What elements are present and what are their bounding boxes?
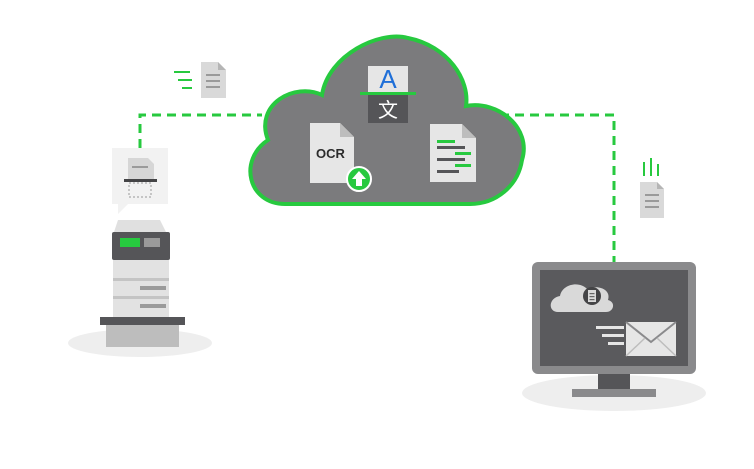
scan-document-icon <box>112 148 168 214</box>
mail-envelope-icon <box>596 321 677 357</box>
upload-arrow-icon <box>346 166 372 192</box>
sending-document-icon <box>174 62 226 98</box>
ocr-label: OCR <box>316 146 346 161</box>
translate-target-glyph: 文 <box>378 98 398 122</box>
translate-source-glyph: A <box>379 64 397 94</box>
ocr-document-icon: OCR <box>310 123 354 183</box>
translate-icon: A 文 <box>360 64 416 123</box>
structured-document-icon <box>430 124 476 182</box>
incoming-document-icon <box>640 158 664 218</box>
connector-cloud-to-monitor <box>500 113 616 262</box>
connector-printer-to-cloud <box>138 113 262 148</box>
scanner-printer-icon <box>100 220 185 347</box>
